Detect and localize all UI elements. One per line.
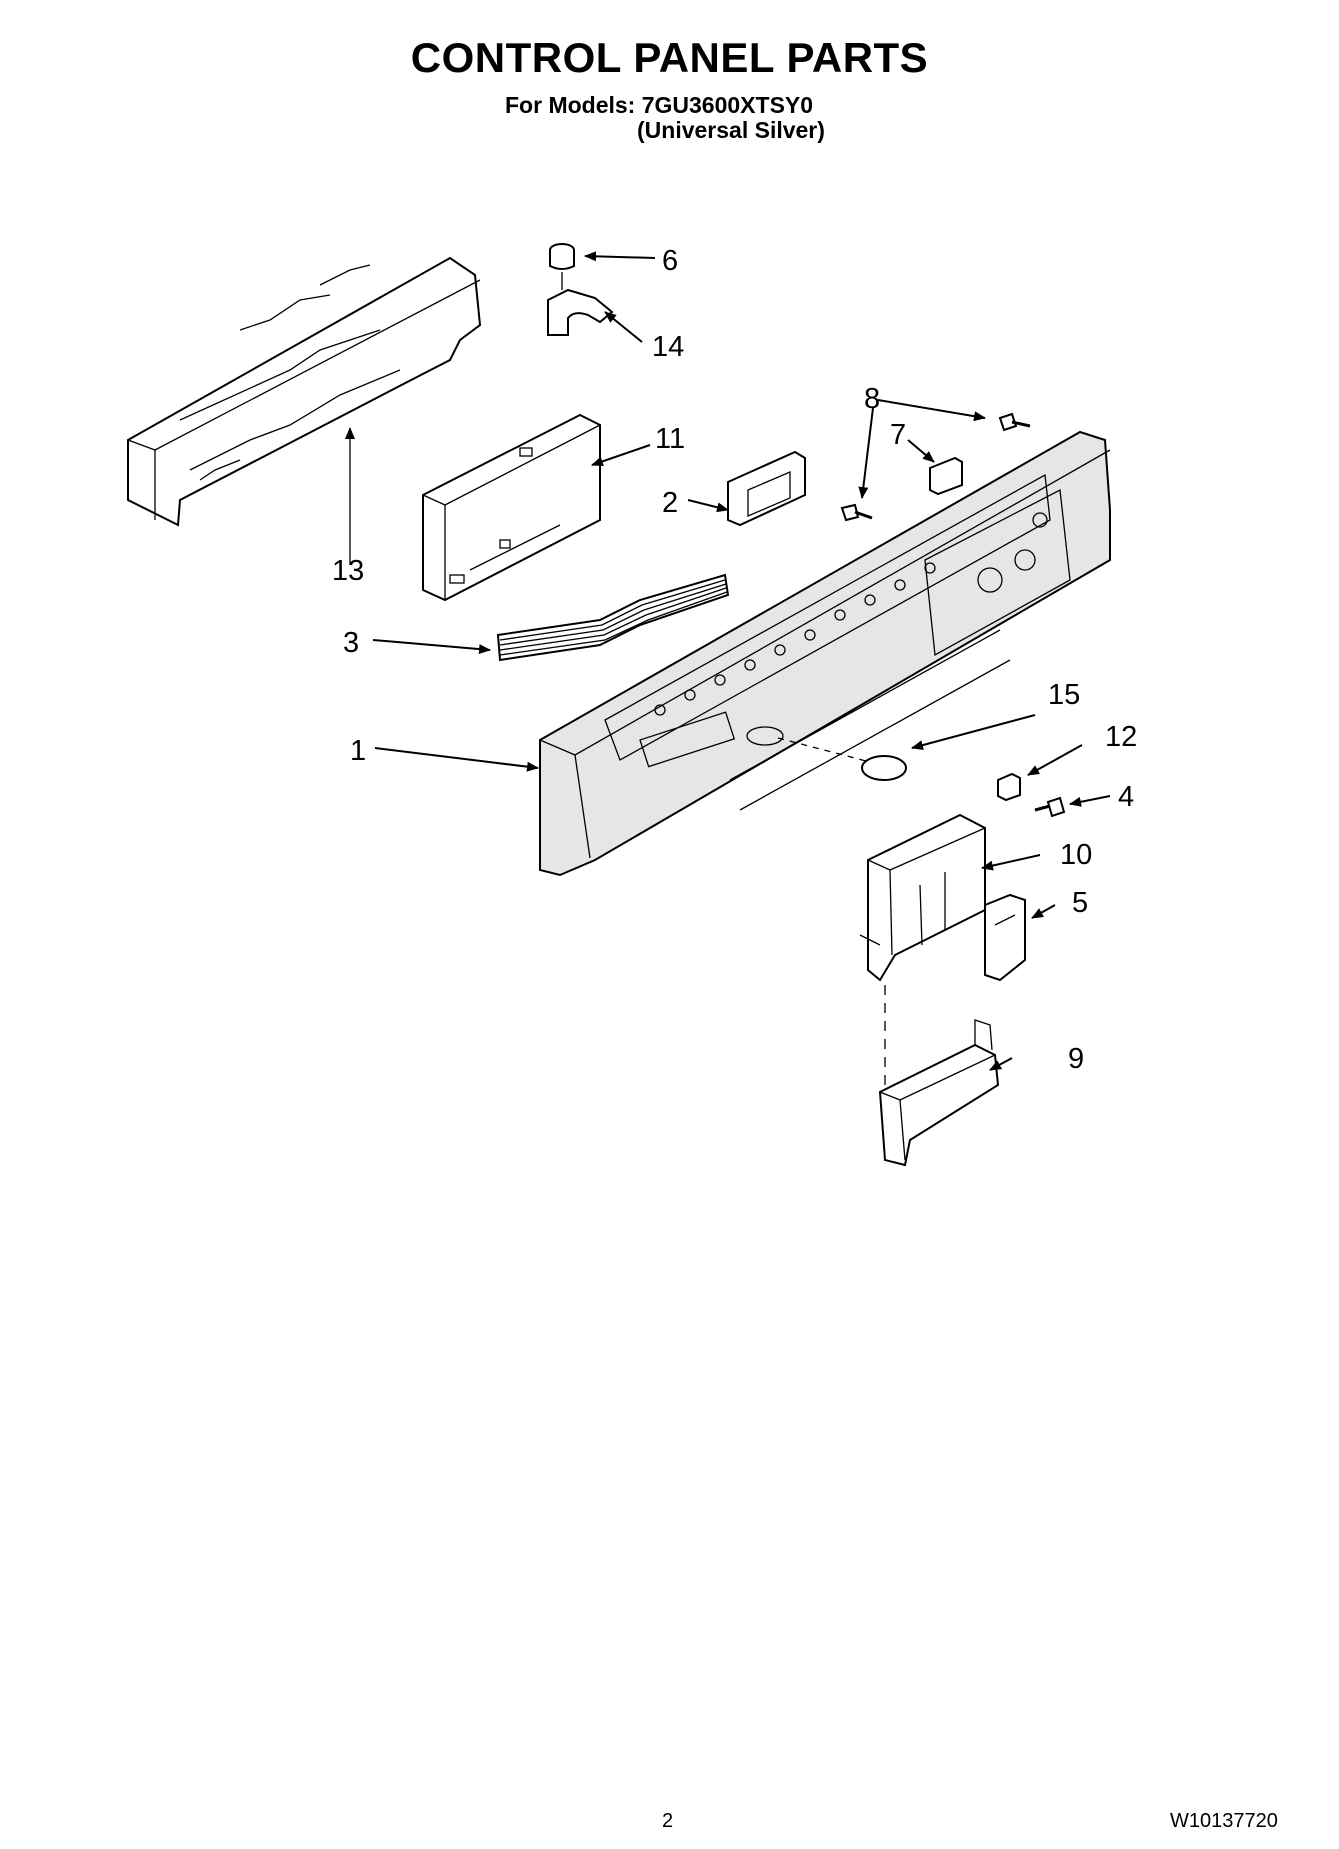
page-number: 2	[662, 1810, 674, 1832]
model-variant: (Universal Silver)	[637, 117, 825, 143]
callout-9: 9	[1068, 1043, 1084, 1075]
part-5-side-bracket	[984, 893, 1026, 982]
callout-12: 12	[1105, 721, 1137, 753]
part-11-control-board	[422, 413, 601, 602]
callout-8: 8	[864, 383, 880, 415]
callout-4: 4	[1118, 781, 1134, 813]
callout-10: 10	[1060, 839, 1092, 871]
callout-13: 13	[332, 555, 364, 587]
part-13-control-housing	[127, 256, 482, 527]
callout-5: 5	[1072, 887, 1088, 919]
callout-2: 2	[662, 487, 678, 519]
part-6-knob	[549, 243, 575, 270]
part-15-decal	[777, 737, 907, 781]
callout-6: 6	[662, 245, 678, 277]
part-8-screw	[840, 412, 1031, 522]
part-1-console-panel	[539, 430, 1111, 877]
part-9-lower-bracket	[878, 1019, 1000, 1167]
part-2-bracket	[727, 450, 806, 527]
callout-15: 15	[1048, 679, 1080, 711]
model-number: For Models: 7GU3600XTSY0	[505, 92, 814, 118]
document-number: W10137720	[1170, 1810, 1278, 1832]
part-12-clip	[997, 772, 1021, 802]
callout-3: 3	[343, 627, 359, 659]
callout-1: 1	[350, 735, 366, 767]
callout-11: 11	[655, 423, 685, 455]
callout-14: 14	[652, 331, 684, 363]
part-7-clip	[929, 456, 963, 496]
page-title: CONTROL PANEL PARTS	[410, 34, 929, 81]
part-10-bracket	[859, 813, 986, 982]
part-14-knob-clip	[547, 272, 614, 336]
callout-7: 7	[890, 419, 906, 451]
part-4-screw	[1034, 796, 1066, 818]
part-3-ribbon-cable	[496, 573, 730, 662]
